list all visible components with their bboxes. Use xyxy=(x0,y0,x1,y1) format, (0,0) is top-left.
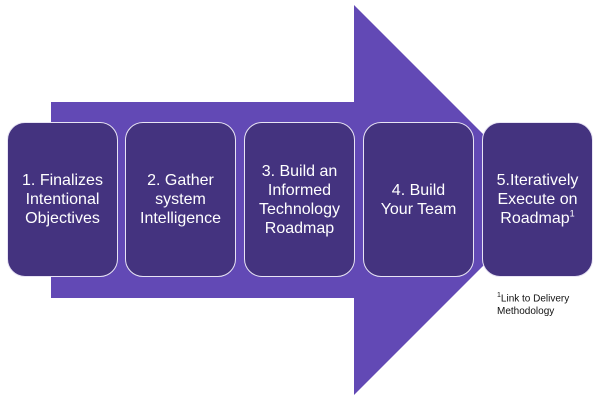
step-label: 1. Finalizes Intentional Objectives xyxy=(22,172,103,227)
footnote-marker: 1 xyxy=(497,292,501,299)
footnote-reference: 1 xyxy=(569,208,575,219)
step-box-3: 3. Build an Informed Technology Roadmap xyxy=(244,122,355,277)
step-label: 3. Build an Informed Technology Roadmap xyxy=(259,162,340,237)
footnote: 1Link to Delivery Methodology xyxy=(497,289,569,318)
step-box-4: 4. Build Your Team xyxy=(363,122,474,277)
step-box-5: 5.Iteratively Execute on Roadmap1 xyxy=(482,122,593,277)
step-box-1: 1. Finalizes Intentional Objectives xyxy=(7,122,118,277)
step-box-2: 2. Gather system Intelligence xyxy=(125,122,236,277)
footnote-line-2: Methodology xyxy=(497,306,555,318)
footnote-line-1: Link to Delivery xyxy=(500,293,570,305)
step-label: 4. Build Your Team xyxy=(380,181,457,218)
step-label: 2. Gather system Intelligence xyxy=(140,172,221,227)
step-label: 5.Iteratively Execute on Roadmap xyxy=(496,172,579,227)
